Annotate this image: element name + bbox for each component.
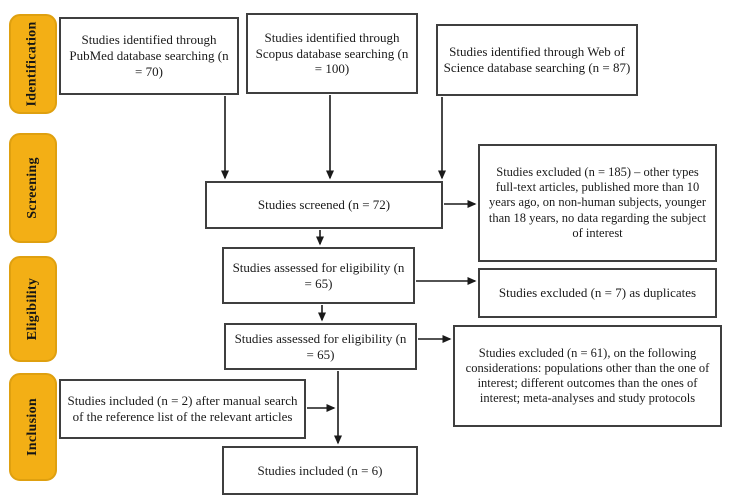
stage-screening: Screening [9,133,57,243]
stage-eligibility-label: Eligibility [25,277,40,341]
box-scopus: Studies identified through Scopus databa… [246,13,418,94]
stage-inclusion: Inclusion [9,373,57,481]
box-excluded-screening: Studies excluded (n = 185) – other types… [478,144,717,262]
box-included-manual: Studies included (n = 2) after manual se… [59,379,306,439]
box-screened: Studies screened (n = 72) [205,181,443,229]
box-excluded-duplicates: Studies excluded (n = 7) as duplicates [478,268,717,318]
box-excluded-considerations: Studies excluded (n = 61), on the follow… [453,325,722,427]
stage-eligibility: Eligibility [9,256,57,362]
box-web-of-science: Studies identified through Web of Scienc… [436,24,638,96]
box-assessed-second: Studies assessed for eligibility (n = 65… [224,323,417,370]
stage-identification-label: Identification [25,21,40,107]
stage-inclusion-label: Inclusion [25,398,41,456]
box-assessed-first: Studies assessed for eligibility (n = 65… [222,247,415,304]
box-included-final: Studies included (n = 6) [222,446,418,495]
stage-screening-label: Screening [25,157,40,219]
stage-identification: Identification [9,14,57,114]
box-pubmed: Studies identified through PubMed databa… [59,17,239,95]
